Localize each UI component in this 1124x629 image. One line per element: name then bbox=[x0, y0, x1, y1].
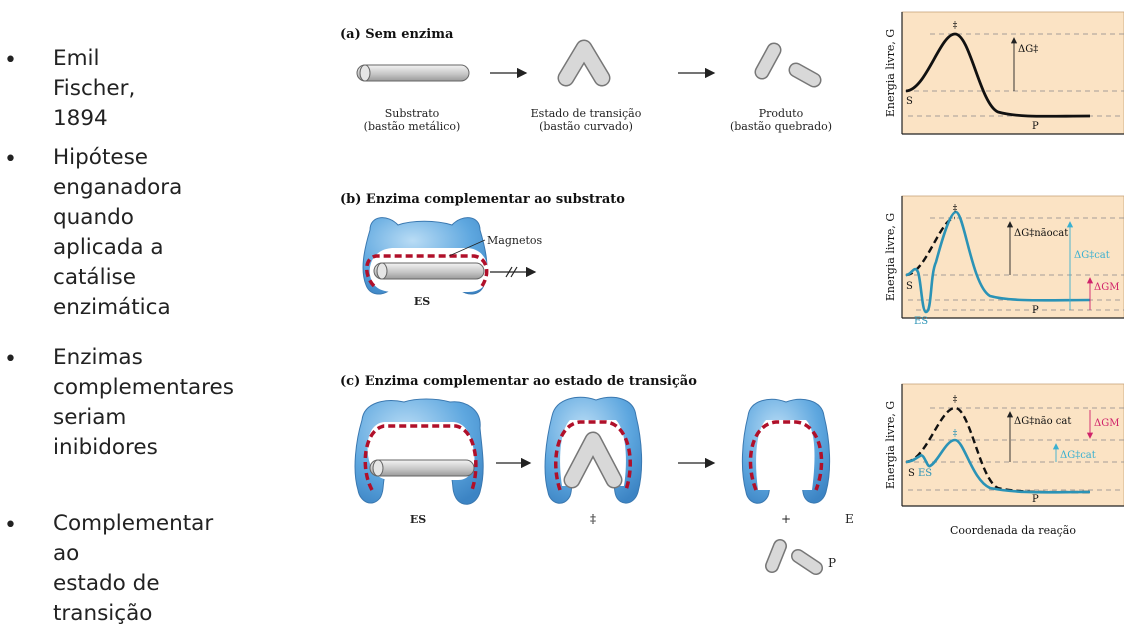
delta-g-m-label: ΔGM bbox=[1094, 282, 1119, 293]
bullet-dot: • bbox=[4, 147, 17, 172]
magnet-pointer bbox=[448, 239, 486, 257]
dagger-uncat-label: ‡ bbox=[953, 395, 958, 405]
transition-dagger: ‡ bbox=[590, 512, 596, 526]
product-sublabel: (bastão quebrado) bbox=[730, 120, 832, 133]
bullet-text: Complementar ao estado de transição bbox=[53, 511, 214, 626]
substrate-rod-icon bbox=[356, 64, 470, 82]
s-label: S bbox=[906, 281, 913, 292]
y-axis-label: Energia livre, G bbox=[884, 29, 897, 117]
p-label: P bbox=[1032, 494, 1039, 505]
delta-g-m-label: ΔGM bbox=[1094, 418, 1119, 429]
e-label: E bbox=[845, 512, 854, 526]
enzyme-es-complex-icon bbox=[354, 398, 484, 505]
s-label: S bbox=[908, 468, 915, 479]
free-enzyme-icon bbox=[741, 398, 831, 504]
dagger-cat-label: ‡ bbox=[953, 429, 958, 439]
bullet-dot: • bbox=[4, 513, 17, 538]
energy-diagram-uncatalyzed: ΔG‡ ‡ S P Energia livre, G bbox=[884, 11, 1124, 135]
p-label: P bbox=[828, 556, 836, 570]
energy-diagram-substrate-complementary: ΔG‡nãocat ΔG‡cat ΔGM ‡ S ES P Energia li… bbox=[884, 195, 1124, 327]
broken-rod-icon bbox=[754, 42, 822, 88]
blocked-arrow-icon bbox=[490, 266, 537, 278]
enzyme-transition-state-icon bbox=[544, 396, 643, 504]
delta-g-label: ΔG‡ bbox=[1018, 44, 1038, 55]
bullet-dot: • bbox=[4, 347, 17, 372]
bullet-list: • Emil Fischer, 1894 • Hipótese enganado… bbox=[0, 0, 330, 626]
es-label-c: ES bbox=[410, 513, 426, 526]
magnets-label: Magnetos bbox=[487, 234, 543, 247]
substrate-sublabel: (bastão metálico) bbox=[364, 120, 461, 133]
transition-sublabel: (bastão curvado) bbox=[539, 120, 633, 133]
bent-rod-icon bbox=[557, 39, 611, 87]
bullet-text: Enzimas complementares seriam inibidores bbox=[53, 345, 234, 460]
substrate-label: Substrato bbox=[385, 107, 440, 120]
bullet-text: Emil Fischer, 1894 bbox=[53, 46, 136, 131]
dagger-label: ‡ bbox=[953, 204, 958, 214]
plus-sign: + bbox=[781, 512, 791, 526]
s-label: S bbox=[906, 96, 913, 107]
es-label: ES bbox=[914, 316, 928, 327]
panel-c-title: (c) Enzima complementar ao estado de tra… bbox=[340, 374, 697, 389]
bullet-dot: • bbox=[4, 48, 17, 73]
dagger-label: ‡ bbox=[953, 21, 958, 31]
p-label: P bbox=[1032, 305, 1039, 316]
enzyme-figure: (a) Sem enzima Substrato (bastão metálic… bbox=[340, 11, 1124, 575]
delta-g-cat-label: ΔG‡cat bbox=[1060, 450, 1096, 461]
delta-g-cat-label: ΔG‡cat bbox=[1074, 250, 1110, 261]
transition-label: Estado de transição bbox=[531, 107, 642, 120]
es-label: ES bbox=[918, 468, 932, 479]
panel-a-title: (a) Sem enzima bbox=[340, 27, 454, 42]
p-label: P bbox=[1032, 121, 1039, 132]
energy-diagram-transition-complementary: ΔG‡não cat ΔG‡cat ΔGM ‡ ‡ S ES P Energia… bbox=[884, 383, 1124, 537]
broken-product-icon bbox=[765, 539, 823, 575]
delta-g-uncat-label: ΔG‡não cat bbox=[1014, 416, 1071, 427]
delta-g-uncat-label: ΔG‡nãocat bbox=[1014, 228, 1068, 239]
panel-b-title: (b) Enzima complementar ao substrato bbox=[340, 192, 625, 207]
enzyme-substrate-complex-icon bbox=[362, 217, 489, 295]
y-axis-label: Energia livre, G bbox=[884, 401, 897, 489]
es-label: ES bbox=[414, 295, 430, 308]
y-axis-label: Energia livre, G bbox=[884, 213, 897, 301]
product-label: Produto bbox=[759, 107, 804, 120]
x-axis-label: Coordenada da reação bbox=[950, 524, 1076, 537]
bullet-text: Hipótese enganadora quando aplicada a ca… bbox=[53, 145, 183, 320]
